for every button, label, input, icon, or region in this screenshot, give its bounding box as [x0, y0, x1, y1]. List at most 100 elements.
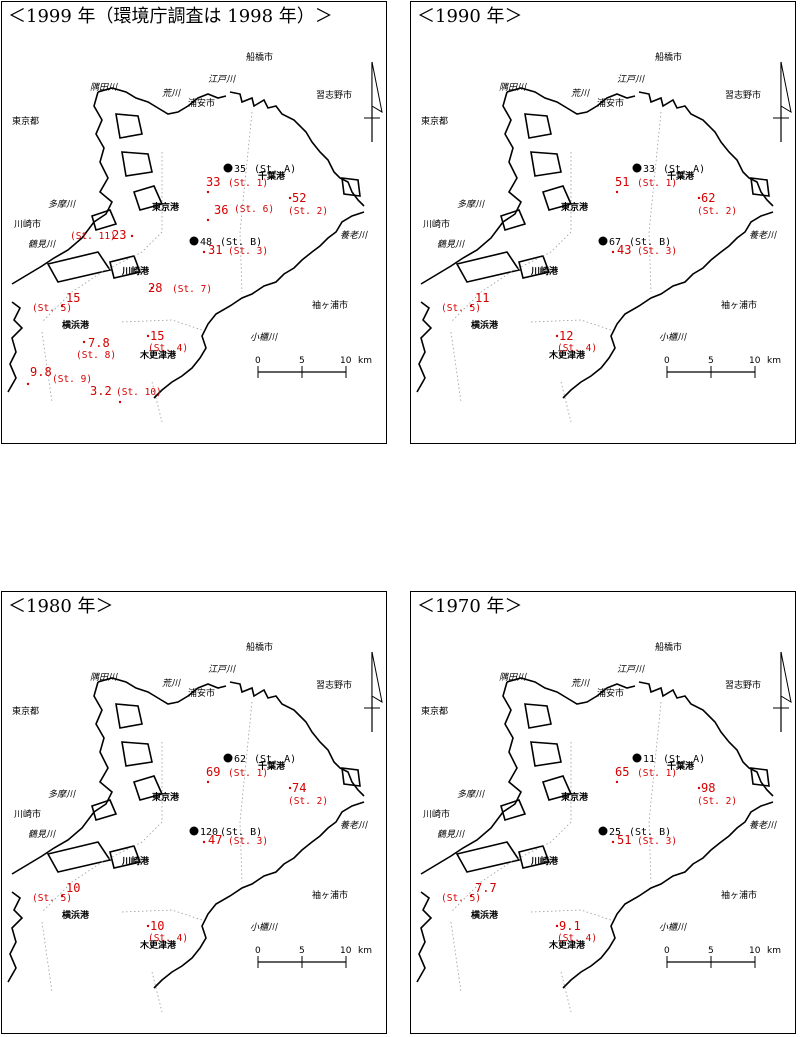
label-sodegaura: 袖ヶ浦市	[721, 889, 757, 901]
station-marker-st5	[60, 304, 64, 308]
station-value-st1: 33	[206, 175, 220, 189]
coastline-yokohama	[416, 301, 433, 393]
station-marker-st2	[697, 196, 701, 200]
station-marker-st6	[206, 218, 210, 222]
label-funabashi: 船橋市	[246, 641, 273, 653]
scale-tick-0: 0	[664, 946, 670, 956]
station-value-st5: 7.7	[475, 881, 497, 895]
station-label-st6: (St. 6)	[234, 204, 274, 215]
label-kisarazu-port: 木更津港	[139, 349, 177, 361]
station-values: 33(St. A)67(St. B)51(St. 1)62(St. 2)43(S…	[441, 163, 737, 354]
reclaimed-land	[46, 703, 361, 873]
label-kawasaki-port: 川崎港	[121, 265, 150, 277]
station-value-st7: 28	[148, 281, 162, 295]
station-marker-st1	[206, 190, 210, 194]
station-label-st5: (St. 5)	[441, 893, 481, 904]
station-marker-st2	[697, 786, 701, 790]
boundary-line	[648, 701, 662, 883]
station-marker-st3	[202, 840, 206, 844]
station-value-stB: 120	[200, 827, 218, 838]
map-panel-1: ＜1999 年（環境庁調査は 1998 年）＞	[1, 1, 387, 444]
reclaimed-land	[455, 113, 770, 283]
station-value-st10: 3.2	[90, 384, 112, 398]
map-svg: ＜1980 年＞	[7, 596, 383, 1013]
label-urayasu: 浦安市	[597, 687, 624, 699]
label-kawasaki-shi: 川崎市	[423, 218, 450, 230]
scale-bar: 0 5 10 km	[664, 946, 781, 968]
label-edogawa: 江戸川	[208, 664, 236, 675]
station-value-st9: 9.8	[30, 365, 52, 379]
panel-title: ＜1990 年＞	[417, 6, 523, 27]
label-tamagawa: 多摩川	[457, 789, 485, 800]
station-marker-st1	[615, 780, 619, 784]
station-label-st2: (St. 2)	[288, 206, 328, 217]
scale-tick-10: 10	[749, 946, 761, 956]
station-value-st2: 98	[701, 781, 715, 795]
label-kawasaki-port: 川崎港	[530, 855, 559, 867]
label-chiba-port: 千葉港	[667, 170, 695, 182]
station-label-st10: (St. 10)	[116, 387, 162, 398]
boundary-line	[41, 742, 163, 913]
coastline-east	[562, 211, 774, 399]
station-value-st1: 51	[615, 175, 629, 189]
label-kawasaki-shi: 川崎市	[14, 218, 41, 230]
label-obitsu: 小櫃川	[250, 332, 278, 343]
station-marker-st1	[206, 780, 210, 784]
station-label-stA: (St. A)	[254, 754, 296, 765]
station-marker-stA	[223, 753, 233, 763]
station-value-stB: 48	[200, 237, 212, 248]
station-marker-stB	[189, 236, 199, 246]
station-label-st11: (St. 11)	[70, 231, 116, 242]
label-kawasaki-shi: 川崎市	[14, 808, 41, 820]
station-marker-st5	[469, 894, 473, 898]
reclaimed-land	[455, 703, 770, 873]
north-arrow-icon	[364, 61, 383, 142]
north-arrow-icon	[773, 61, 792, 142]
label-urayasu: 浦安市	[188, 687, 215, 699]
station-label-st5: (St. 5)	[441, 303, 481, 314]
label-tsurumigawa: 鶴見川	[437, 829, 465, 840]
scale-tick-5: 5	[299, 946, 305, 956]
label-obitsu: 小櫃川	[250, 922, 278, 933]
station-value-st5: 11	[475, 291, 489, 305]
label-yokohama-port: 横浜港	[471, 909, 499, 921]
coastline-tokyo	[506, 677, 636, 705]
station-marker-stB	[598, 236, 608, 246]
station-value-st4: 9.1	[559, 919, 581, 933]
label-kisarazu-port: 木更津港	[139, 939, 177, 951]
label-tokyo-port: 東京港	[561, 201, 589, 213]
station-marker-st2	[288, 786, 292, 790]
boundary-line	[41, 921, 163, 1013]
station-value-stA: 11	[643, 754, 655, 765]
station-value-st2: 52	[292, 191, 306, 205]
label-chiba-port: 千葉港	[667, 760, 695, 772]
station-label-st3: (St. 3)	[637, 836, 677, 847]
label-sumidagawa: 隅田川	[499, 672, 527, 683]
label-sumidagawa: 隅田川	[90, 672, 118, 683]
station-marker-st4	[555, 334, 559, 338]
label-obitsu: 小櫃川	[659, 922, 687, 933]
station-value-st3: 51	[617, 833, 631, 847]
coastline-yokohama	[7, 301, 24, 393]
coastline-west	[420, 91, 522, 285]
station-value-st5: 10	[66, 881, 80, 895]
coastline-east	[153, 211, 365, 399]
station-value-st1: 65	[615, 765, 629, 779]
station-marker-stB	[598, 826, 608, 836]
label-yoro: 養老川	[749, 820, 777, 831]
scale-tick-0: 0	[255, 356, 261, 366]
station-label-st8: (St. 8)	[76, 350, 116, 361]
coastline-yokohama	[7, 891, 24, 983]
station-marker-stA	[223, 163, 233, 173]
label-sodegaura: 袖ヶ浦市	[312, 299, 348, 311]
scale-bar: 0 5 10 km	[255, 356, 372, 378]
station-marker-st4	[146, 334, 150, 338]
station-marker-st1	[615, 190, 619, 194]
coastline-tokyo	[97, 87, 227, 115]
station-label-stB: (St. B)	[220, 237, 262, 248]
boundary-line	[450, 152, 572, 323]
station-marker-st8	[82, 340, 86, 344]
station-label-st4: (St. 4)	[557, 933, 597, 944]
station-value-stA: 62	[234, 754, 246, 765]
boundary-line	[121, 319, 203, 331]
